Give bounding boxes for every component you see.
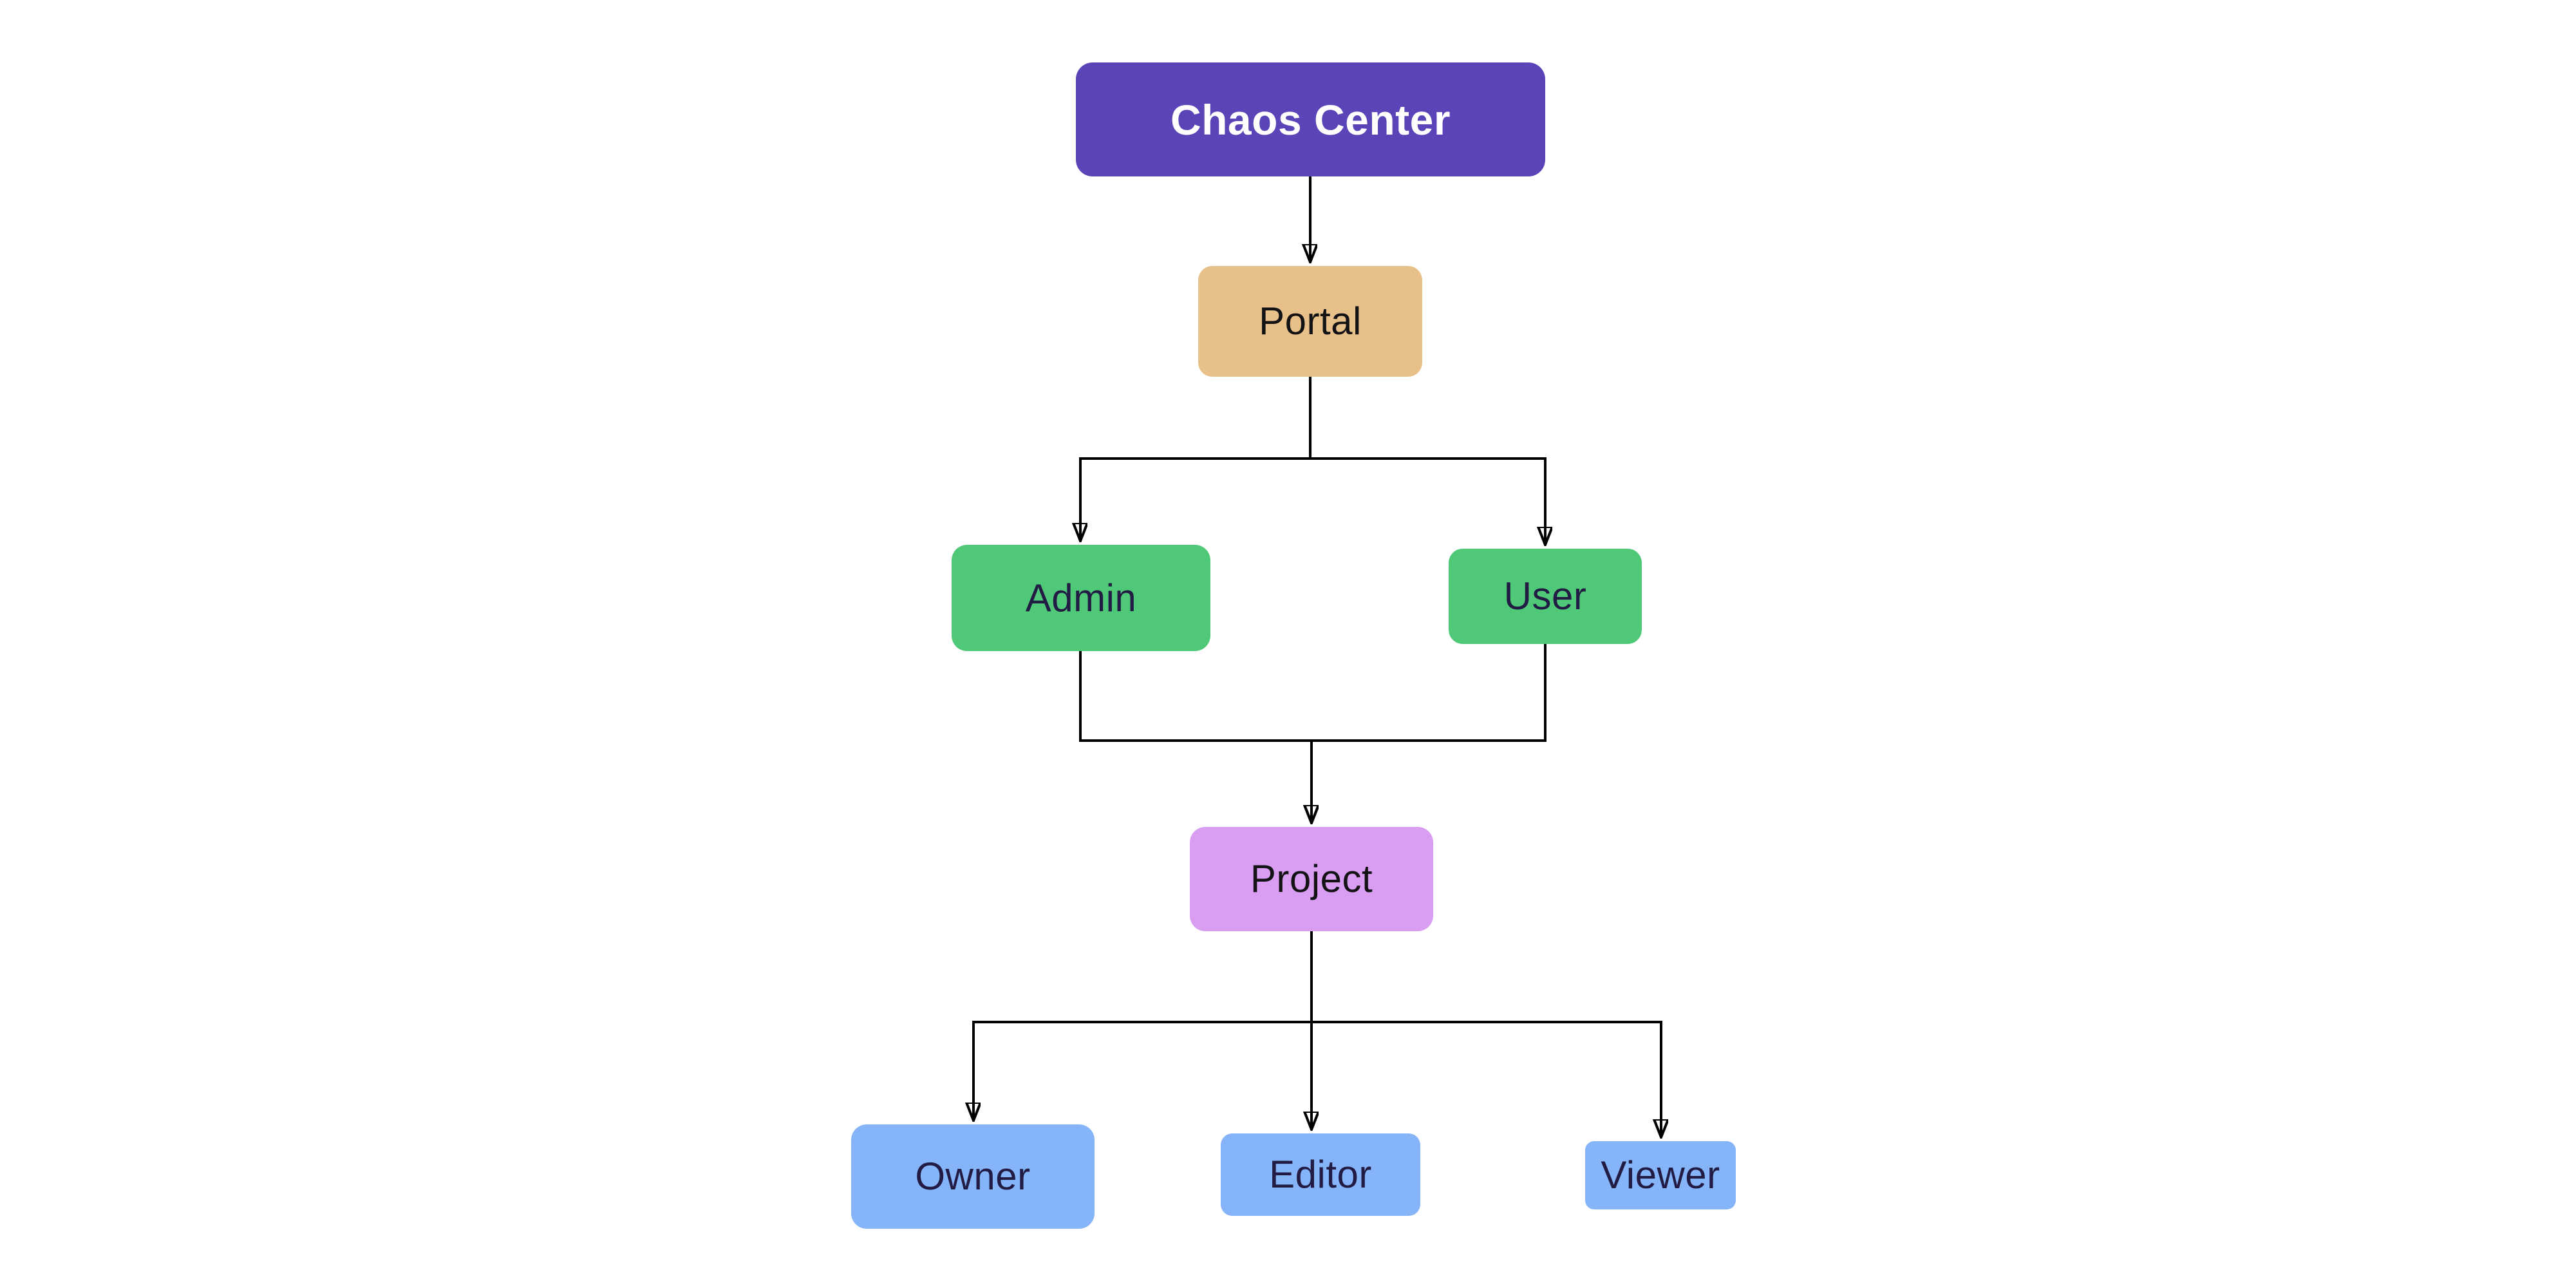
edge-user-project: [1312, 644, 1547, 822]
node-viewer: Viewer: [1585, 1141, 1736, 1209]
node-editor: Editor: [1221, 1133, 1420, 1216]
node-owner: Owner: [851, 1124, 1095, 1229]
node-chaos-center: Chaos Center: [1076, 62, 1545, 176]
edge-portal-admin: [1080, 377, 1312, 540]
node-portal: Portal: [1198, 266, 1422, 377]
edge-project-owner: [973, 931, 1313, 1119]
node-admin: Admin: [952, 545, 1210, 651]
node-user: User: [1449, 549, 1642, 644]
edge-admin-project: [1079, 651, 1312, 822]
edge-project-viewer: [1310, 931, 1661, 1136]
node-project: Project: [1190, 827, 1433, 931]
edge-portal-user: [1309, 377, 1545, 544]
